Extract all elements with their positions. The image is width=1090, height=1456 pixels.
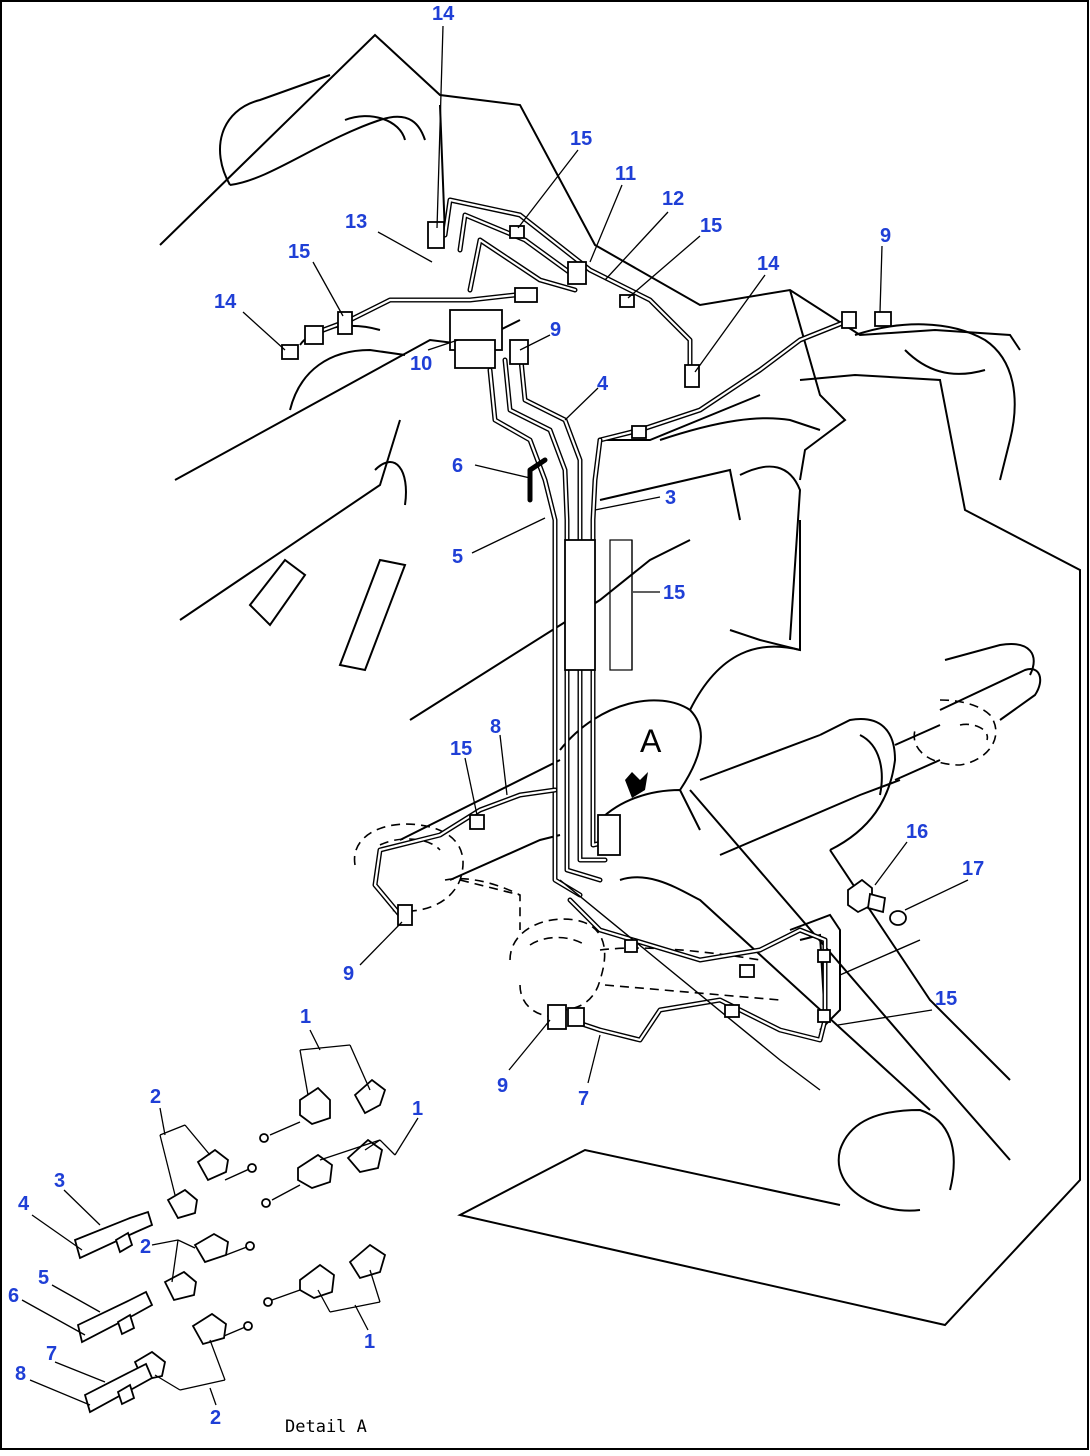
detail-callout-8: 8	[15, 1363, 26, 1385]
callout-17: 17	[962, 858, 984, 880]
detail-callout-2: 2	[210, 1407, 221, 1429]
callout-15: 15	[288, 241, 310, 263]
callout-7: 7	[578, 1088, 589, 1110]
callout-13: 13	[345, 211, 367, 233]
callout-11: 11	[615, 163, 636, 185]
detail-callout-4: 4	[18, 1193, 30, 1215]
detail-caption: Detail A	[285, 1417, 367, 1437]
callout-12: 12	[662, 188, 684, 210]
callout-14: 14	[757, 253, 780, 275]
callout-9: 9	[880, 225, 891, 247]
callout-6: 6	[452, 455, 463, 477]
detail-callout-7: 7	[46, 1343, 57, 1365]
callout-4: 4	[597, 373, 609, 395]
callout-5: 5	[452, 546, 463, 568]
callout-14: 14	[214, 291, 237, 313]
detail-callout-1: 1	[412, 1098, 423, 1120]
callout-8: 8	[490, 716, 501, 738]
detail-marker-a: A	[640, 723, 662, 759]
callout-9: 9	[497, 1075, 508, 1097]
leader-lines	[21, 25, 969, 1406]
callout-labels: 14 15 11 12 15 13 15 14 9 14 10 9 4 6 3 …	[8, 3, 984, 1429]
detail-callout-1: 1	[300, 1006, 311, 1028]
machine-structure	[159, 33, 1081, 1327]
clamps-and-fittings	[281, 221, 907, 1030]
callout-15: 15	[450, 738, 472, 760]
callout-15: 15	[663, 582, 685, 604]
callout-15: 15	[570, 128, 592, 150]
callout-3: 3	[665, 487, 676, 509]
detail-callout-1: 1	[364, 1331, 375, 1353]
callout-15: 15	[935, 988, 957, 1010]
detail-a-drawing	[73, 1078, 387, 1414]
detail-callout-2: 2	[150, 1086, 161, 1108]
callout-15: 15	[700, 215, 722, 237]
detail-callout-3: 3	[54, 1170, 65, 1192]
callout-16: 16	[906, 821, 928, 843]
hydraulic-piping	[307, 197, 853, 1091]
callout-9: 9	[343, 963, 354, 985]
detail-callout-2: 2	[140, 1236, 151, 1258]
callout-9: 9	[550, 319, 561, 341]
callout-10: 10	[410, 353, 432, 375]
detail-callout-6: 6	[8, 1285, 19, 1307]
detail-callout-5: 5	[38, 1267, 49, 1289]
callout-14: 14	[432, 3, 455, 25]
